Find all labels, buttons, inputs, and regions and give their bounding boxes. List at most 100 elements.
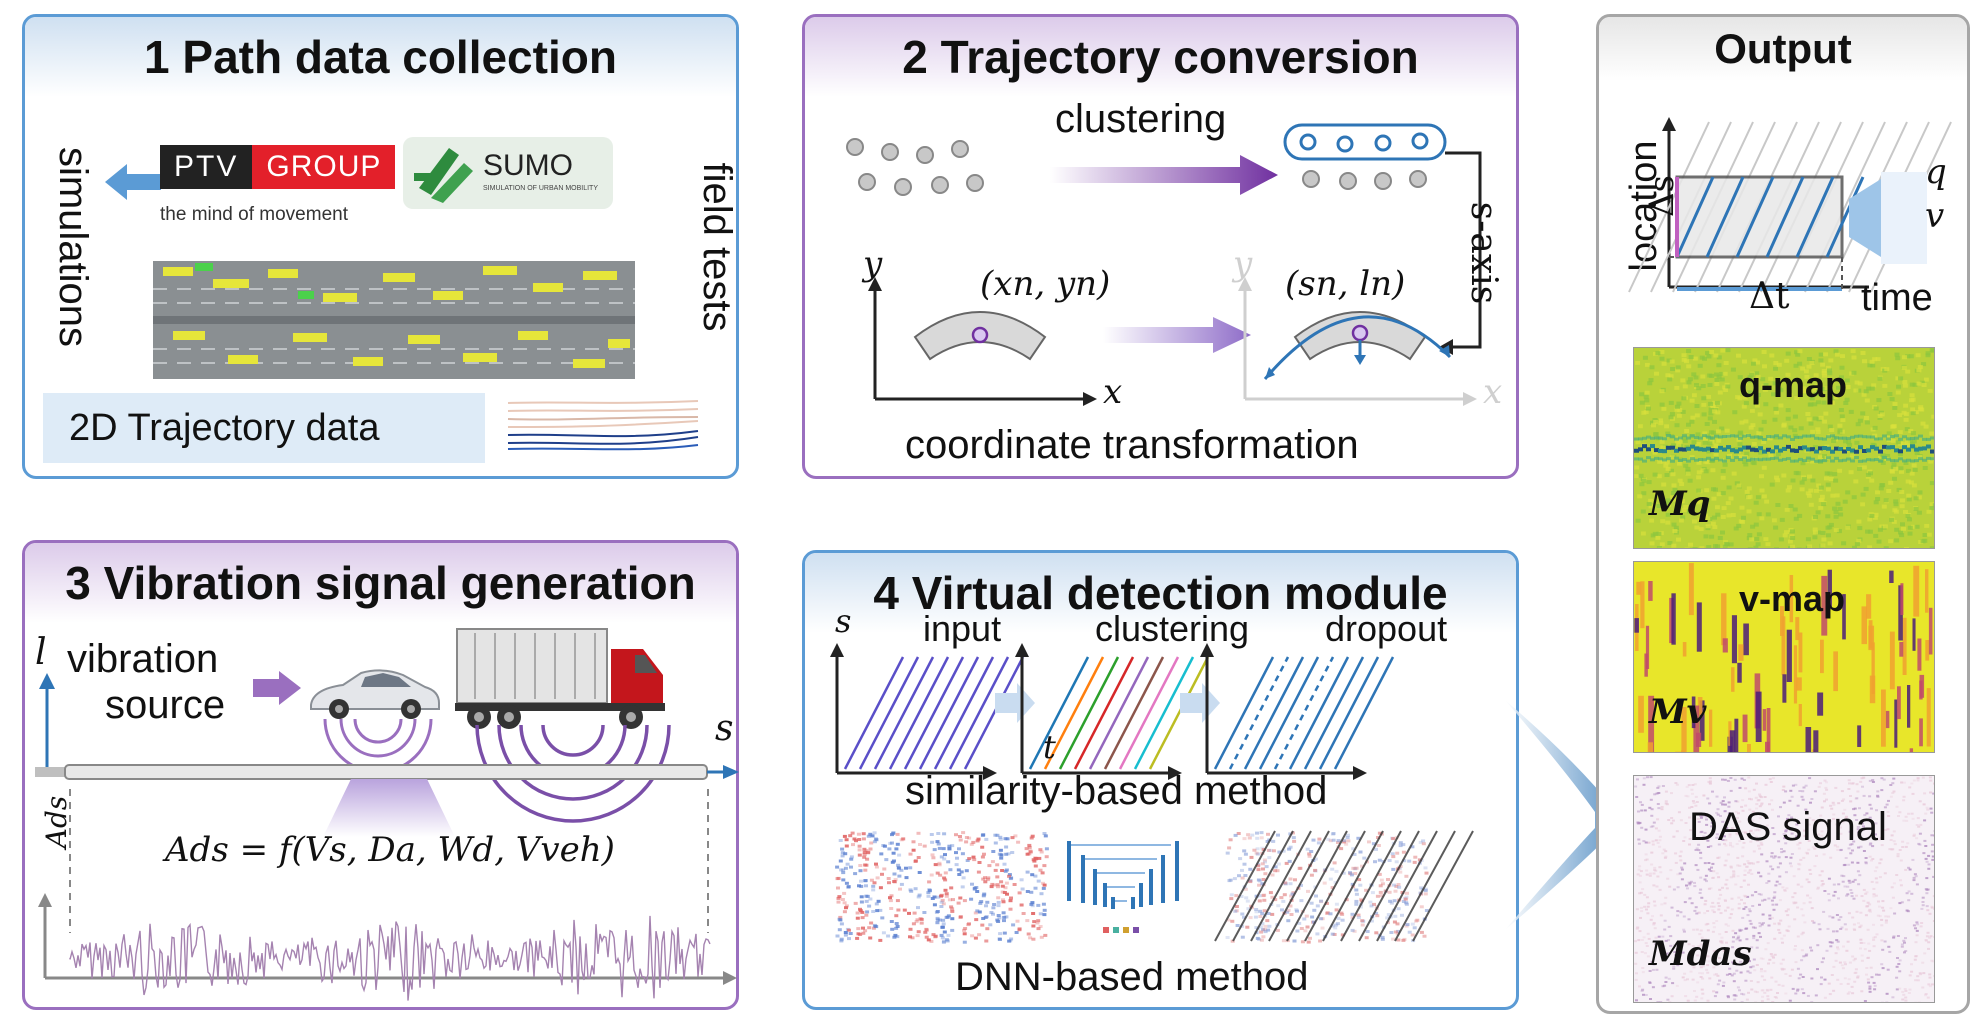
trajectory-line	[918, 656, 980, 770]
coord-sl-label: (sn, ln)	[1285, 264, 1406, 304]
trajectory-line	[888, 656, 950, 770]
field-tests-label: field tests	[695, 162, 739, 332]
x-axis-label: x	[1103, 372, 1123, 412]
panel-title: 2 Trajectory conversion	[805, 17, 1516, 97]
ptv-logo: PTV GROUP	[160, 145, 396, 189]
das-signal-image	[1633, 775, 1935, 1003]
trajectory-line	[1118, 656, 1180, 770]
delta-s-label: Δs	[1642, 174, 1683, 218]
trajectory-line	[1213, 656, 1275, 770]
panel-path-data-collection: 1 Path data collection simulations PTV G…	[22, 14, 739, 479]
trajectory-line	[1228, 656, 1290, 770]
v-map-canvas	[1634, 562, 1934, 752]
trajectory-line	[1073, 656, 1135, 770]
sumo-tagline: SIMULATION OF URBAN MOBILITY	[483, 185, 598, 192]
panel-title: 3 Vibration signal generation	[25, 543, 736, 623]
trajectory-line	[903, 656, 965, 770]
trajectory-line	[843, 656, 905, 770]
coord-xy-label: (xn, yn)	[980, 264, 1111, 304]
delta-t-label: Δt	[1749, 276, 1790, 317]
trajectory-line	[1318, 656, 1380, 770]
subpanel-input-label: input	[923, 608, 1002, 649]
trajectory-line	[873, 656, 935, 770]
panel-virtual-detection-module: 4 Virtual detection module s input clust…	[802, 550, 1519, 1010]
arrow-left-icon	[105, 164, 161, 200]
subpanel-clustering-label: clustering	[1095, 608, 1250, 649]
y-axis-label-faded: y	[1233, 244, 1253, 284]
formula: Ads = f(Vs, Da, Wd, Vveh)	[165, 830, 615, 870]
dnn-method-label: DNN-based method	[955, 955, 1309, 999]
trajectory-line	[1303, 656, 1365, 770]
q-map-canvas	[1634, 348, 1934, 548]
trajectory-data-box	[43, 393, 485, 463]
sumo-logo: SUMO SIMULATION OF URBAN MOBILITY	[403, 137, 613, 209]
flow-arrow-icon	[995, 683, 1035, 723]
time-space-subplot	[1015, 643, 1220, 780]
s-axis-label: s	[835, 602, 852, 640]
car-icon	[310, 669, 440, 719]
sumo-icon	[414, 148, 473, 203]
m-das-label: Mdas	[1649, 934, 1752, 974]
clustered-points	[1283, 123, 1447, 190]
clustering-label: clustering	[1055, 97, 1227, 141]
q-map-heatmap	[1633, 347, 1935, 549]
trajectory-line	[1148, 656, 1210, 770]
time-axis-label: time	[1861, 277, 1933, 319]
x-axis-label-faded: x	[1483, 372, 1503, 412]
coordinate-transformation-caption: coordinate transformation	[905, 423, 1359, 467]
vibration-source-label-1: vibration	[67, 637, 219, 681]
v-map-label: v-map	[1739, 578, 1846, 619]
trajectory-line	[1088, 656, 1150, 770]
aerial-road-image	[153, 261, 635, 379]
sl-axes	[1238, 277, 1477, 406]
l-axis-label: l	[35, 632, 47, 673]
dnn-method-images	[835, 830, 1474, 944]
ptv-logo-group: GROUP	[252, 145, 396, 189]
trajectory-line	[933, 656, 995, 770]
sumo-name: SUMO	[483, 149, 573, 182]
similarity-method-label: similarity-based method	[905, 769, 1328, 813]
xy-axes	[868, 277, 1097, 406]
trajectory-line	[1103, 656, 1165, 770]
panel-title: 1 Path data collection	[25, 17, 736, 97]
panel-title: 4 Virtual detection module	[805, 553, 1516, 633]
time-space-subplot	[1200, 643, 1395, 780]
trajectory-line	[1028, 656, 1090, 770]
ptv-logo-text: PTV	[160, 145, 253, 189]
trajectory-line	[1333, 656, 1395, 770]
location-time-diagram	[1628, 117, 1952, 293]
panel-vibration-signal-generation: 3 Vibration signal generation l vibratio…	[22, 540, 739, 1010]
q-map-label: q-map	[1739, 364, 1847, 405]
m-v-label: Mv	[1649, 692, 1707, 732]
source-arrow-icon	[253, 671, 301, 705]
trajectory-line	[1273, 656, 1335, 770]
transform-arrow	[1103, 317, 1251, 353]
v-map-heatmap	[1633, 561, 1935, 753]
m-q-label: Mq	[1649, 484, 1711, 524]
panel-output: Output location Δs Δt time q v q-map Mq …	[1596, 14, 1970, 1014]
sensing-region	[323, 779, 455, 837]
vibration-waveform	[69, 915, 711, 1001]
unet-icon	[1067, 841, 1179, 933]
clustering-arrow	[1050, 155, 1278, 195]
scatter-points	[846, 138, 984, 196]
trajectory-lines-image	[507, 400, 699, 451]
trajectory-data-label: 2D Trajectory data	[69, 407, 380, 449]
trajectory-line	[1058, 656, 1120, 770]
truck-icon	[455, 628, 665, 729]
trajectory-line	[1288, 656, 1350, 770]
trajectory-line	[1043, 656, 1105, 770]
trajectory-line	[1133, 656, 1195, 770]
simulations-label: simulations	[51, 146, 95, 348]
ptv-tagline: the mind of movement	[160, 204, 348, 225]
trajectory-line	[858, 656, 920, 770]
v-symbol: v	[1925, 196, 1945, 236]
trajectory-line	[948, 656, 1010, 770]
time-space-plots	[830, 643, 1395, 780]
t-axis-label: t	[1043, 728, 1056, 766]
s-axis-label: s	[715, 708, 734, 749]
flow-arrow-icon	[1180, 683, 1220, 723]
trajectory-line	[963, 656, 1025, 770]
l-axis-arrow	[39, 673, 55, 768]
subpanel-dropout-label: dropout	[1325, 608, 1448, 649]
